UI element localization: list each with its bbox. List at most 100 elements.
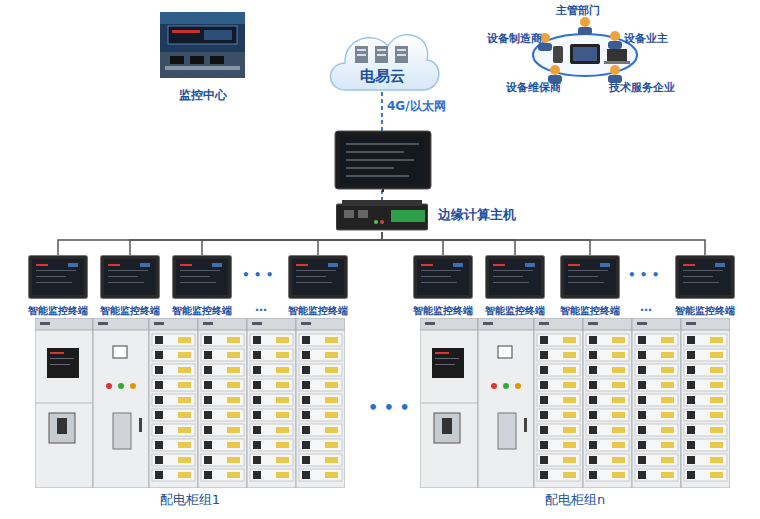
- art-rect: [710, 412, 723, 418]
- art-rect: [687, 441, 695, 449]
- art-rect: [586, 379, 629, 391]
- art-rect: [612, 352, 625, 358]
- art-rect: [342, 200, 422, 206]
- art-rect: [296, 264, 308, 266]
- art-rect: [250, 394, 293, 406]
- art-rect: [710, 442, 723, 448]
- art-rect: [178, 457, 191, 463]
- monitor-terminal: 智能监控终端: [560, 255, 620, 299]
- art-rect: [108, 276, 138, 277]
- art-rect: [50, 358, 74, 359]
- art-rect: [586, 364, 629, 376]
- art-rect: [635, 394, 678, 406]
- art-rect: [247, 318, 296, 330]
- art-rect: [661, 367, 674, 373]
- art-rect: [568, 270, 608, 271]
- art-rect: [638, 456, 646, 464]
- art-rect: [253, 381, 261, 389]
- art-rect: [201, 439, 244, 451]
- art-rect: [540, 336, 548, 344]
- art-svg: [35, 318, 345, 488]
- art-rect: [355, 46, 368, 63]
- art-rect: [684, 334, 727, 346]
- art-rect: [155, 396, 163, 404]
- person-icons: [538, 17, 622, 83]
- art-rect: [421, 270, 461, 271]
- art-rect: [435, 352, 449, 354]
- art-rect: [227, 352, 240, 358]
- ellipsis-mark: …: [640, 300, 652, 314]
- art-rect: [201, 424, 244, 436]
- art-rect: [421, 282, 457, 283]
- art-rect: [276, 382, 289, 388]
- art-rect: [635, 424, 678, 436]
- art-rect: [40, 322, 50, 325]
- art-rect: [57, 418, 67, 434]
- art-rect: [687, 471, 695, 479]
- laptop-icon: [607, 49, 627, 61]
- art-rect: [50, 352, 64, 354]
- art-rect: [661, 412, 674, 418]
- art-rect: [563, 337, 576, 343]
- art-rect: [397, 49, 406, 51]
- ui-line: [346, 160, 414, 161]
- art-rect: [253, 441, 261, 449]
- art-rect: [149, 318, 198, 330]
- art-rect: [302, 351, 310, 359]
- role-label: 设备制造商: [487, 31, 542, 46]
- art-rect: [638, 381, 646, 389]
- art-rect: [586, 349, 629, 361]
- art-rect: [301, 322, 311, 325]
- art-rect: [139, 418, 142, 432]
- art-rect: [435, 364, 455, 365]
- art-rect: [568, 282, 604, 283]
- art-rect: [564, 259, 616, 295]
- art-rect: [325, 472, 338, 478]
- art-rect: [152, 424, 195, 436]
- node-text: 智能监控终端: [28, 304, 88, 318]
- art-rect: [201, 394, 244, 406]
- art-rect: [453, 263, 463, 267]
- art-rect: [227, 472, 240, 478]
- art-rect: [493, 282, 529, 283]
- art-rect: [201, 334, 244, 346]
- art-rect: [172, 30, 200, 33]
- art-svg: [100, 255, 160, 299]
- art-rect: [299, 379, 342, 391]
- art-svg: [675, 255, 735, 299]
- art-rect: [679, 259, 731, 295]
- art-rect: [661, 397, 674, 403]
- art-rect: [296, 318, 345, 488]
- art-rect: [276, 337, 289, 343]
- art-rect: [336, 204, 428, 230]
- art-rect: [154, 322, 164, 325]
- node-text: 配电柜组1: [160, 491, 220, 509]
- art-rect: [155, 351, 163, 359]
- art-rect: [252, 322, 262, 325]
- art-rect: [442, 418, 452, 434]
- art-rect: [563, 472, 576, 478]
- art-rect: [539, 322, 549, 325]
- art-rect: [537, 394, 580, 406]
- person-head: [580, 17, 590, 27]
- art-rect: [227, 337, 240, 343]
- art-rect: [155, 426, 163, 434]
- art-rect: [537, 364, 580, 376]
- art-rect: [93, 318, 149, 488]
- art-rect: [152, 334, 195, 346]
- art-rect: [357, 49, 366, 51]
- art-rect: [253, 411, 261, 419]
- art-rect: [325, 442, 338, 448]
- art-rect: [563, 382, 576, 388]
- art-rect: [227, 367, 240, 373]
- art-rect: [210, 56, 224, 64]
- art-rect: [600, 263, 610, 267]
- art-rect: [155, 381, 163, 389]
- art-rect: [498, 413, 516, 449]
- art-rect: [710, 337, 723, 343]
- art-rect: [165, 66, 240, 70]
- art-rect: [227, 397, 240, 403]
- art-rect: [29, 256, 88, 299]
- art-rect: [421, 264, 433, 266]
- art-rect: [493, 276, 523, 277]
